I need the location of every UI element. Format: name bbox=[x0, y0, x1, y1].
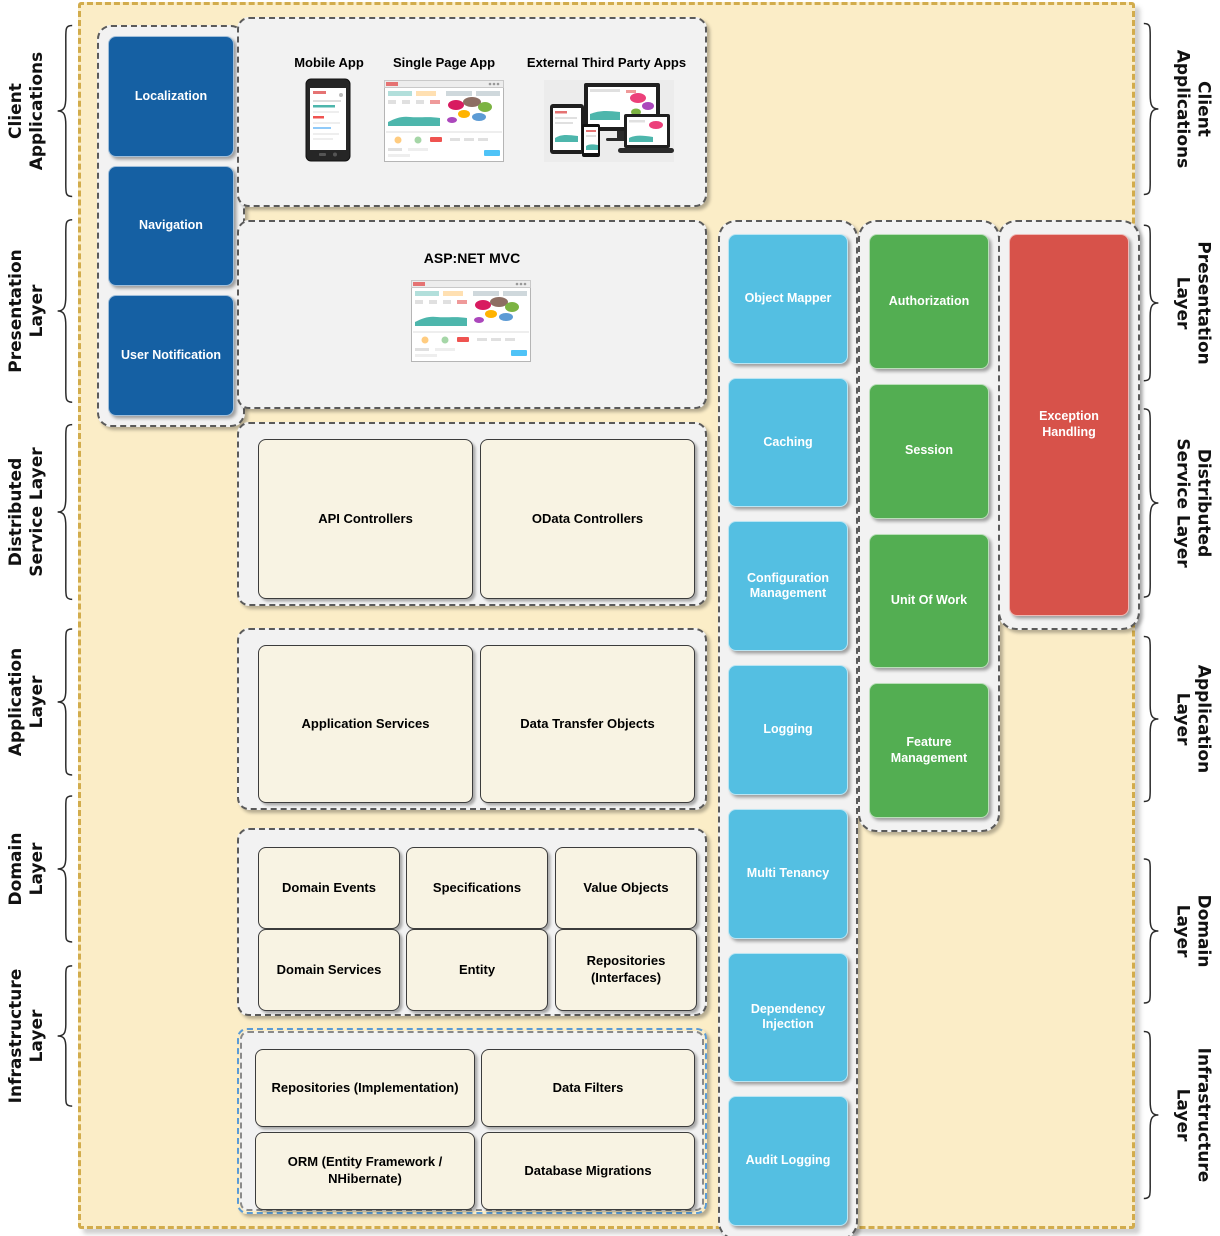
layer-label: Infrastructure Layer bbox=[1172, 1047, 1214, 1183]
world-map-blobs bbox=[474, 297, 519, 323]
client-applications-panel: Mobile App Single Page App External Thir… bbox=[237, 17, 707, 207]
logging-box: Logging bbox=[728, 665, 848, 795]
world-map-blobs bbox=[447, 97, 492, 123]
value-objects-box: Value Objects bbox=[555, 847, 697, 929]
layer-right-infrastructure: Infrastructure Layer bbox=[1140, 1028, 1220, 1202]
data-transfer-objects-box: Data Transfer Objects bbox=[480, 645, 695, 803]
curly-brace-icon bbox=[54, 963, 74, 1109]
specifications-box: Specifications bbox=[406, 847, 548, 929]
mobile-app-image bbox=[305, 78, 351, 162]
layer-label: Presentation Layer bbox=[5, 249, 47, 373]
domain-panel: Domain Events Specifications Value Objec… bbox=[237, 828, 707, 1016]
data-filters-box: Data Filters bbox=[481, 1049, 695, 1127]
layer-label: Application Layer bbox=[5, 647, 47, 757]
layer-left-application: Application Layer bbox=[0, 626, 78, 778]
layer-label: Client Applications bbox=[5, 51, 47, 171]
curly-brace-icon bbox=[1142, 633, 1162, 805]
curly-brace-icon bbox=[54, 626, 74, 778]
infrastructure-panel: Repositories (Implementation) Data Filte… bbox=[237, 1028, 707, 1214]
caching-box: Caching bbox=[728, 377, 848, 508]
presentation-mvc-panel: ASP:NET MVC bbox=[237, 220, 707, 409]
layer-label: Application Layer bbox=[1172, 664, 1214, 774]
domain-services-box: Domain Services bbox=[258, 929, 400, 1011]
curly-brace-icon bbox=[1142, 405, 1162, 601]
user-notification-box: User Notification bbox=[108, 295, 234, 417]
layer-label: Client Applications bbox=[1172, 49, 1214, 169]
application-panel: Application Services Data Transfer Objec… bbox=[237, 628, 707, 810]
exception-handling-box: Exception Handling bbox=[1009, 234, 1129, 616]
layer-label: Distributed Service Layer bbox=[1172, 438, 1214, 568]
mvc-dashboard-image bbox=[411, 280, 531, 362]
unit-of-work-box: Unit Of Work bbox=[869, 533, 989, 669]
cross-cutting-column: Object Mapper Caching Configuration Mana… bbox=[718, 220, 858, 1236]
configuration-management-box: Configuration Management bbox=[728, 521, 848, 652]
multi-device-image bbox=[544, 80, 674, 162]
client-utilities-column: Localization Navigation User Notificatio… bbox=[97, 25, 245, 427]
authorization-box: Authorization bbox=[869, 234, 989, 369]
mobile-app-caption: Mobile App bbox=[294, 55, 364, 70]
exception-column: Exception Handling bbox=[998, 220, 1140, 630]
layer-right-distributed-service: Distributed Service Layer bbox=[1140, 405, 1220, 601]
orm-box: ORM (Entity Framework / NHibernate) bbox=[255, 1132, 475, 1210]
layer-label: Infrastructure Layer bbox=[5, 968, 47, 1104]
database-migrations-box: Database Migrations bbox=[481, 1132, 695, 1210]
layer-right-client-applications: Client Applications bbox=[1140, 20, 1220, 198]
curly-brace-icon bbox=[54, 216, 74, 406]
single-page-app-image bbox=[384, 80, 504, 162]
repositories-implementation-box: Repositories (Implementation) bbox=[255, 1049, 475, 1127]
layer-right-domain: Domain Layer bbox=[1140, 856, 1220, 1006]
dependency-injection-box: Dependency Injection bbox=[728, 952, 848, 1083]
layer-left-client-applications: Client Applications bbox=[0, 22, 78, 200]
curly-brace-icon bbox=[1142, 222, 1162, 384]
layer-left-distributed-service: Distributed Service Layer bbox=[0, 421, 78, 603]
repositories-interfaces-box: Repositories (Interfaces) bbox=[555, 929, 697, 1011]
layer-label: Domain Layer bbox=[5, 832, 47, 906]
layer-right-application: Application Layer bbox=[1140, 633, 1220, 805]
domain-events-box: Domain Events bbox=[258, 847, 400, 929]
audit-logging-box: Audit Logging bbox=[728, 1096, 848, 1227]
layer-label: Distributed Service Layer bbox=[5, 447, 47, 577]
curly-brace-icon bbox=[1142, 1028, 1162, 1202]
feature-management-box: Feature Management bbox=[869, 683, 989, 818]
layer-label: Presentation Layer bbox=[1172, 241, 1214, 365]
layer-left-presentation: Presentation Layer bbox=[0, 216, 78, 406]
layer-left-infrastructure: Infrastructure Layer bbox=[0, 963, 78, 1109]
session-box: Session bbox=[869, 383, 989, 519]
multi-tenancy-box: Multi Tenancy bbox=[728, 808, 848, 939]
curly-brace-icon bbox=[1142, 856, 1162, 1006]
security-column: Authorization Session Unit Of Work Featu… bbox=[858, 220, 1000, 832]
odata-controllers-box: OData Controllers bbox=[480, 439, 695, 599]
entity-box: Entity bbox=[406, 929, 548, 1011]
application-services-box: Application Services bbox=[258, 645, 473, 803]
infrastructure-panel-inner: Repositories (Implementation) Data Filte… bbox=[240, 1031, 704, 1211]
distributed-service-panel: API Controllers OData Controllers bbox=[237, 422, 707, 606]
single-page-app-caption: Single Page App bbox=[392, 55, 496, 70]
api-controllers-box: API Controllers bbox=[258, 439, 473, 599]
object-mapper-box: Object Mapper bbox=[728, 234, 848, 364]
curly-brace-icon bbox=[1142, 20, 1162, 198]
curly-brace-icon bbox=[54, 421, 74, 603]
localization-box: Localization bbox=[108, 36, 234, 157]
layer-right-presentation: Presentation Layer bbox=[1140, 222, 1220, 384]
layer-label: Domain Layer bbox=[1172, 894, 1214, 968]
external-apps-caption: External Third Party Apps bbox=[526, 55, 687, 70]
layer-left-domain: Domain Layer bbox=[0, 793, 78, 945]
mvc-title: ASP:NET MVC bbox=[423, 250, 521, 266]
curly-brace-icon bbox=[54, 793, 74, 945]
navigation-box: Navigation bbox=[108, 165, 234, 287]
curly-brace-icon bbox=[54, 22, 74, 200]
